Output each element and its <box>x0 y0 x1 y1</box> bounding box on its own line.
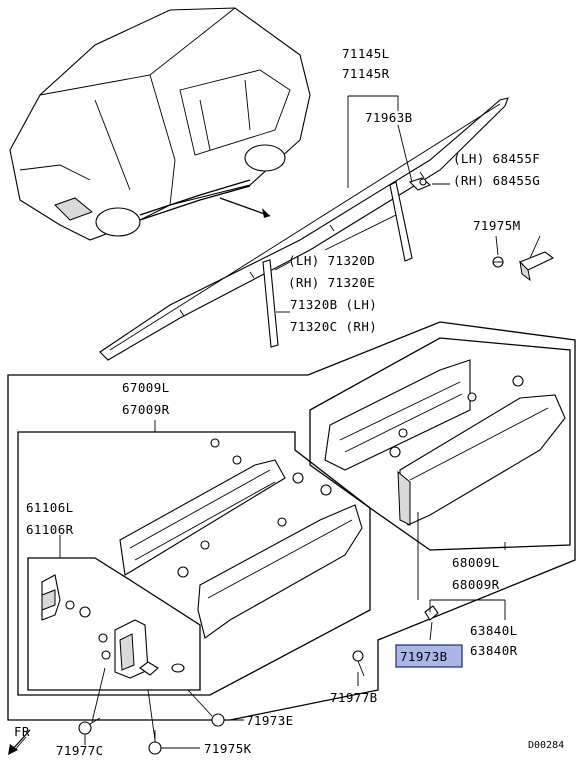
label-71320d: (LH) 71320D <box>288 253 375 268</box>
label-71977c: 71977C <box>56 743 104 758</box>
label-71975m: 71975M <box>473 218 521 233</box>
label-71320b: 71320B (LH) <box>290 297 377 312</box>
label-63840r: 63840R <box>470 643 518 658</box>
label-61106l: 61106L <box>26 500 74 515</box>
label-61106r: 61106R <box>26 522 74 537</box>
bracket-61106 <box>41 574 185 679</box>
label-63840l: 63840L <box>470 623 518 638</box>
label-67009l: 67009L <box>122 380 170 395</box>
trim-piece-71320 <box>262 181 413 348</box>
diagram-code: D00284 <box>528 740 564 751</box>
fasteners <box>78 605 439 755</box>
front-direction-arrow <box>8 729 31 755</box>
leader-lines <box>59 95 541 749</box>
label-71973b: 71973B <box>400 649 448 664</box>
label-71963b: 71963B <box>365 110 413 125</box>
label-fr: FR <box>14 724 30 739</box>
label-71320e: (RH) 71320E <box>288 275 375 290</box>
label-71977b: 71977B <box>330 690 378 705</box>
drip-molding-strip <box>99 97 509 361</box>
bracket-sub-frame <box>27 557 201 691</box>
label-67009r: 67009R <box>122 402 170 417</box>
label-68009l: 68009L <box>452 555 500 570</box>
highlight-71973b <box>395 644 463 668</box>
vehicle-illustration <box>9 7 311 241</box>
part-labels: 71145L 71145R 71963B (LH) 68455F (RH) 68… <box>14 46 564 758</box>
label-68009r: 68009R <box>452 577 500 592</box>
front-molding-67009 <box>119 438 363 639</box>
label-71145l: 71145L <box>342 46 390 61</box>
label-71973e: 71973E <box>246 713 294 728</box>
assembly-outer-frame <box>7 321 576 721</box>
label-71320c: 71320C (RH) <box>290 319 377 334</box>
label-71145r: 71145R <box>342 66 390 81</box>
rear-molding-68009 <box>324 359 566 526</box>
front-molding-frame <box>17 431 371 696</box>
clip-71963b <box>408 177 432 191</box>
label-68455g: (RH) 68455G <box>453 173 540 188</box>
label-68455f: (LH) 68455F <box>453 151 540 166</box>
rear-molding-frame <box>309 337 571 551</box>
label-71975k: 71975K <box>204 741 252 756</box>
clip-68455 <box>492 251 555 282</box>
